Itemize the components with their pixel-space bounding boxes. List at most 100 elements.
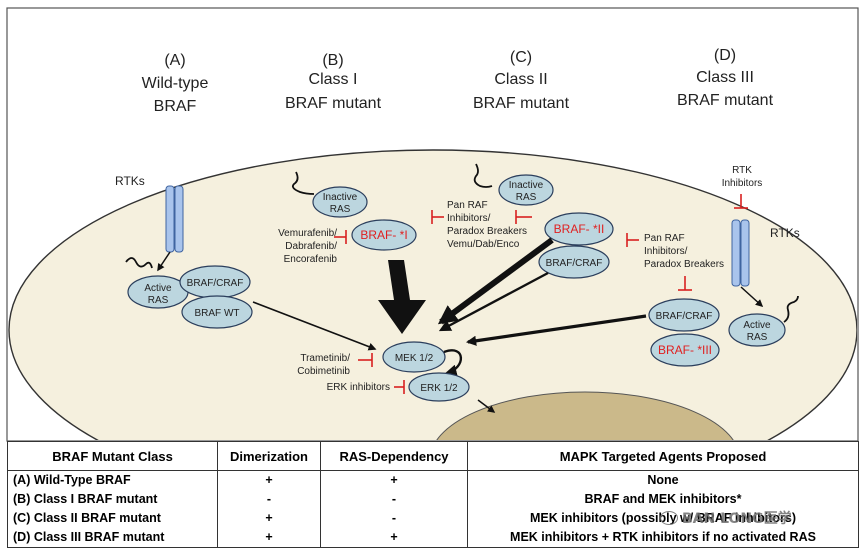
svg-text:Pan RAF: Pan RAF bbox=[447, 200, 488, 211]
svg-text:Class II: Class II bbox=[494, 71, 547, 88]
arrow-erk-to-nucleus bbox=[477, 399, 496, 413]
svg-text:Trametinib/: Trametinib/ bbox=[300, 353, 350, 364]
pan-raf-label-d: Pan RAF Inhibitors/ Paradox Breakers bbox=[644, 233, 724, 270]
header-ras-dependency: RAS-Dependency bbox=[320, 441, 468, 471]
braf-class1 bbox=[351, 219, 417, 251]
braf-craf-d bbox=[648, 298, 720, 332]
lipid-anchor-a-icon bbox=[125, 257, 153, 269]
header-dimerization: Dimerization bbox=[217, 441, 321, 471]
inactive-ras-b bbox=[312, 186, 368, 218]
watermark: BAN LONG医学 bbox=[660, 508, 792, 528]
svg-text:Class III: Class III bbox=[696, 69, 754, 86]
lipid-anchor-b-icon bbox=[291, 171, 315, 195]
arrow-rtk-to-ras-a bbox=[157, 251, 171, 272]
braf-wt bbox=[181, 295, 253, 329]
svg-text:(D): (D) bbox=[714, 47, 736, 64]
svg-text:BRAF: BRAF bbox=[154, 98, 197, 115]
cell-ras-dependency: - bbox=[320, 509, 468, 528]
svg-text:BRAF WT: BRAF WT bbox=[195, 308, 240, 319]
svg-text:BRAF- *II: BRAF- *II bbox=[554, 222, 605, 236]
table-header-row: BRAF Mutant Class Dimerization RAS-Depen… bbox=[7, 441, 859, 471]
cell-agents: None bbox=[467, 470, 859, 490]
svg-text:RAS: RAS bbox=[330, 204, 351, 215]
vemurafenib-label: Vemurafenib/ Dabrafenib/ Encorafenib bbox=[278, 228, 337, 265]
rtk-inhibitors-label: RTK Inhibitors bbox=[722, 165, 763, 189]
column-title-d: (D) Class III BRAF mutant bbox=[677, 47, 774, 109]
svg-text:BRAF- *I: BRAF- *I bbox=[360, 228, 407, 242]
svg-text:Active: Active bbox=[743, 320, 771, 331]
table-row: (B) Class I BRAF mutant - - BRAF and MEK… bbox=[7, 490, 859, 509]
arrow-mek-to-erk bbox=[443, 349, 463, 377]
cell-agents: BRAF and MEK inhibitors* bbox=[467, 490, 859, 509]
arrow-braf-wt-to-mek bbox=[252, 301, 377, 351]
rtk-receptor-left-icon bbox=[165, 185, 184, 253]
braf-craf-c bbox=[538, 245, 610, 279]
svg-text:Wild-type: Wild-type bbox=[142, 75, 209, 92]
column-title-a: (A) Wild-type BRAF bbox=[142, 52, 209, 115]
svg-text:Inhibitors/: Inhibitors/ bbox=[644, 246, 688, 257]
svg-text:BRAF mutant: BRAF mutant bbox=[285, 95, 382, 112]
svg-text:Class I: Class I bbox=[309, 71, 358, 88]
braf-class3 bbox=[650, 333, 720, 367]
rtks-label-left: RTKs bbox=[115, 174, 145, 188]
inhibitor-c-left-icon bbox=[431, 210, 444, 224]
svg-text:(A): (A) bbox=[164, 52, 185, 69]
braf-class-table: BRAF Mutant Class Dimerization RAS-Depen… bbox=[7, 441, 859, 548]
cell-ras-dependency: + bbox=[320, 470, 468, 490]
header-agents: MAPK Targeted Agents Proposed bbox=[467, 441, 859, 471]
cell-class: (C) Class II BRAF mutant bbox=[7, 509, 218, 528]
svg-text:Inhibitors/: Inhibitors/ bbox=[447, 213, 491, 224]
svg-text:Vemu/Dab/Enco: Vemu/Dab/Enco bbox=[447, 239, 520, 250]
inhibitor-erk-icon bbox=[394, 380, 405, 394]
svg-text:Encorafenib: Encorafenib bbox=[284, 254, 338, 265]
svg-text:Inactive: Inactive bbox=[323, 192, 358, 203]
arrow-braf-craf-d-to-mek bbox=[465, 314, 647, 346]
wechat-logo-icon bbox=[660, 511, 678, 525]
svg-text:MEK 1/2: MEK 1/2 bbox=[395, 353, 434, 364]
rtk-receptor-right-icon bbox=[731, 219, 750, 287]
cell-class: (A) Wild-Type BRAF bbox=[7, 470, 218, 490]
cell-dimerization: + bbox=[217, 528, 321, 548]
active-ras-d bbox=[728, 313, 786, 347]
svg-text:Paradox Breakers: Paradox Breakers bbox=[644, 259, 724, 270]
mek-node bbox=[382, 341, 446, 373]
inhibitor-mek-icon bbox=[358, 353, 373, 367]
svg-text:Dabrafenib/: Dabrafenib/ bbox=[285, 241, 337, 252]
table-row: (D) Class III BRAF mutant + + MEK inhibi… bbox=[7, 528, 859, 548]
svg-text:BRAF mutant: BRAF mutant bbox=[677, 92, 774, 109]
svg-text:RAS: RAS bbox=[747, 332, 768, 343]
svg-text:RTK: RTK bbox=[732, 165, 752, 176]
inhibitor-b-icon bbox=[334, 230, 347, 244]
cell-class: (D) Class III BRAF mutant bbox=[7, 528, 218, 548]
inactive-ras-c bbox=[498, 174, 554, 206]
cell-agents: MEK inhibitors + RTK inhibitors if no ac… bbox=[467, 528, 859, 548]
nucleus bbox=[436, 391, 734, 440]
watermark-text: BAN LONG医学 bbox=[682, 511, 792, 527]
svg-text:RAS: RAS bbox=[516, 192, 537, 203]
arrow-braf-craf-c-to-mek bbox=[438, 271, 549, 332]
cell-ras-dependency: - bbox=[320, 490, 468, 509]
svg-text:BRAF/CRAF: BRAF/CRAF bbox=[546, 258, 603, 269]
svg-text:Vemurafenib/: Vemurafenib/ bbox=[278, 228, 337, 239]
svg-text:Cobimetinib: Cobimetinib bbox=[297, 366, 350, 377]
svg-text:Inhibitors: Inhibitors bbox=[722, 178, 763, 189]
braf-class2 bbox=[544, 212, 614, 246]
inhibitor-rtk-icon bbox=[734, 194, 748, 209]
inhibitor-d-bottom-icon bbox=[678, 276, 692, 291]
svg-text:Pan RAF: Pan RAF bbox=[644, 233, 685, 244]
erk-inhibitors-label: ERK inhibitors bbox=[327, 382, 390, 393]
svg-text:BRAF mutant: BRAF mutant bbox=[473, 95, 570, 112]
header-class: BRAF Mutant Class bbox=[7, 441, 218, 471]
cell-body bbox=[8, 149, 857, 440]
arrow-class2-to-mek bbox=[437, 237, 554, 325]
table-row: (A) Wild-Type BRAF + + None bbox=[7, 470, 859, 490]
arrow-class1-to-mek bbox=[378, 260, 426, 334]
svg-text:RAS: RAS bbox=[148, 295, 169, 306]
svg-text:BRAF/CRAF: BRAF/CRAF bbox=[187, 278, 244, 289]
lipid-anchor-d-icon bbox=[783, 295, 799, 323]
cell-dimerization: + bbox=[217, 470, 321, 490]
column-title-b: (B) Class I BRAF mutant bbox=[285, 52, 382, 112]
svg-text:(C): (C) bbox=[510, 49, 532, 66]
lipid-anchor-c-icon bbox=[473, 163, 493, 188]
